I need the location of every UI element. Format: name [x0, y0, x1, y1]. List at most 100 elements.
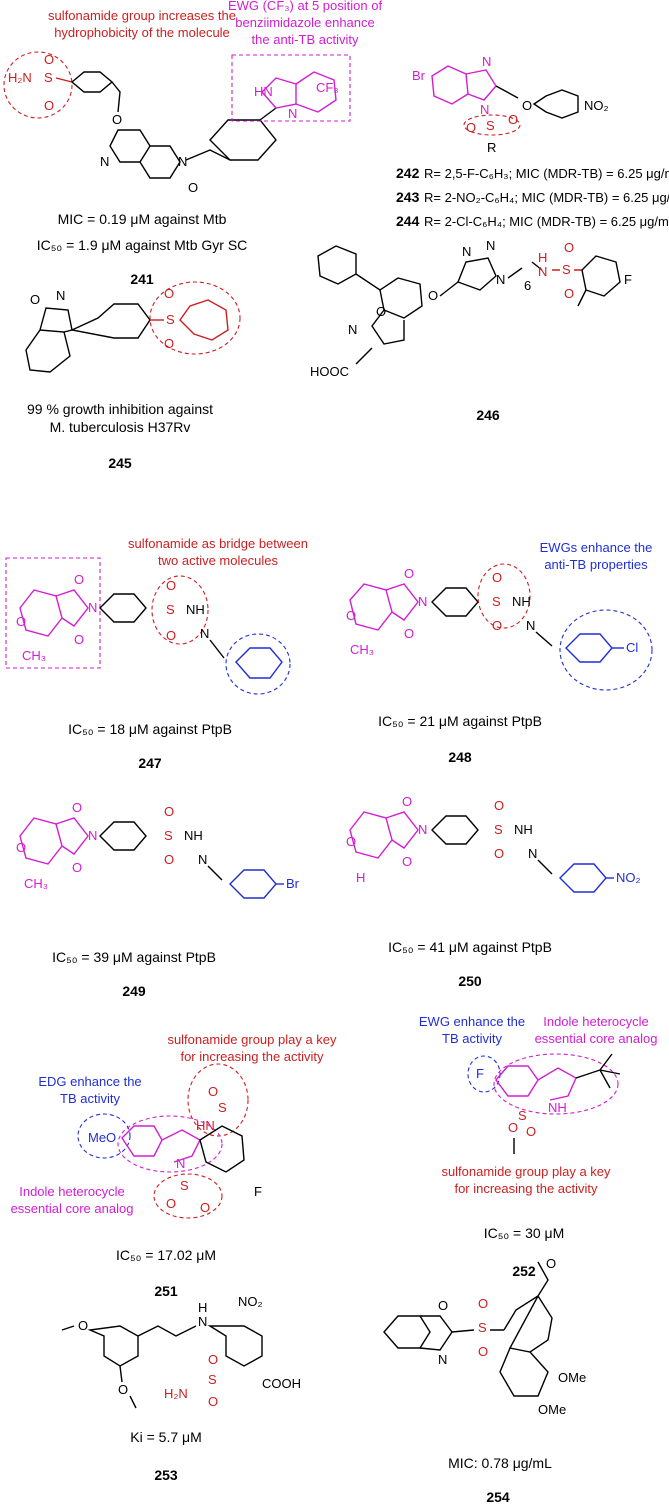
- activity-254: MIC: 0.78 μg/mL: [448, 1455, 552, 1471]
- atom-o: O: [164, 804, 174, 819]
- indole-benzene: [495, 1065, 539, 1097]
- atom-f: F: [254, 1184, 262, 1199]
- oxabicycle-ring: [19, 817, 63, 865]
- atom-o: O: [30, 292, 40, 307]
- atom-o: O: [478, 1296, 488, 1311]
- atom-n: N: [418, 594, 427, 609]
- annotation-252-sulfonamide-line2: for increasing the activity: [454, 1181, 598, 1196]
- atom-o: O: [564, 240, 574, 255]
- methoxy-bond: [119, 1365, 137, 1409]
- atom-hn: HN: [196, 1118, 215, 1133]
- atom-o: O: [78, 1318, 88, 1333]
- atom-o: O: [428, 288, 438, 303]
- atom-h2n: H₂N: [164, 1386, 188, 1401]
- atom-o: O: [16, 840, 26, 855]
- atom-no2: NO₂: [616, 870, 641, 885]
- benzene-ring: [199, 1125, 245, 1173]
- ethyl-linker: [137, 1325, 197, 1337]
- benzene-ring: [379, 277, 423, 319]
- atom-o: O: [478, 1344, 488, 1359]
- bond: [355, 347, 373, 365]
- benzimidazole-benzene: [295, 71, 337, 113]
- atom-n: N: [528, 846, 537, 861]
- activity-250: IC₅₀ = 41 μM against PtpB: [388, 939, 552, 955]
- compound-number: 250: [458, 973, 482, 989]
- benzene-ring: [581, 255, 621, 297]
- oxabicycle-ring: [349, 811, 393, 859]
- isoxazole-ring: [371, 309, 405, 345]
- methyl-bond: [577, 289, 587, 307]
- compound-number: 247: [138, 755, 162, 771]
- tert-butyl-group: [575, 1053, 621, 1089]
- atom-o: O: [494, 798, 504, 813]
- atom-n: N: [288, 106, 297, 121]
- activity-245-line2: M. tuberculosis H37Rv: [50, 419, 191, 435]
- atom-n: N: [418, 822, 427, 837]
- benzimidazole-benzene: [431, 65, 469, 105]
- atom-n: N: [100, 154, 109, 169]
- cyclohexane-ring: [69, 303, 151, 339]
- annotation-241-sulfonamide-line2: hydrophobicity of the molecule: [54, 25, 230, 40]
- ethyl-linker: [185, 149, 231, 161]
- atom-o: O: [200, 1200, 210, 1215]
- compound-252: EWG enhance the TB activity Indole heter…: [419, 1014, 658, 1279]
- annotation-248-ewg-line2: anti-TB properties: [544, 557, 648, 572]
- atom-o: O: [404, 566, 414, 581]
- atom-n: N: [56, 288, 65, 303]
- activity-252: IC₅₀ = 30 μM: [484, 1225, 565, 1241]
- atom-o: O: [508, 1120, 518, 1135]
- imide-ring: [385, 811, 419, 849]
- activity-243: R= 2-NO₂-C₆H₄; MIC (MDR-TB) = 6.25 μg/mL: [424, 190, 669, 205]
- benzene-ring: [559, 863, 607, 893]
- atom-n: N: [88, 600, 97, 615]
- benzene-ring: [565, 633, 613, 663]
- atom-o: O: [376, 304, 386, 319]
- bond: [451, 1329, 504, 1333]
- annotation-252-ewg-line2: TB activity: [442, 1031, 502, 1046]
- bond: [55, 77, 73, 83]
- atom-nh: NH: [184, 828, 203, 843]
- benzene-ring: [317, 245, 357, 285]
- atom-nh: NH: [512, 594, 531, 609]
- atom-n: N: [482, 54, 491, 69]
- atom-f: F: [624, 272, 632, 287]
- atom-o: O: [208, 1084, 218, 1099]
- atom-o: O: [166, 628, 176, 643]
- atom-o: O: [346, 834, 356, 849]
- atom-o: O: [72, 860, 82, 875]
- atom-o: O: [44, 98, 54, 113]
- imide-ring: [385, 583, 419, 621]
- activity-244: R= 2-Cl-C₆H₄; MIC (MDR-TB) = 6.25 μg/mL: [424, 214, 669, 229]
- annotation-247-bridge-line1: sulfonamide as bridge between: [128, 536, 308, 551]
- compound-254: O N S O O O OMe OMe MIC: 0.78 μg/mL 254: [383, 1256, 586, 1505]
- benzene-ring: [99, 593, 147, 623]
- annotation-241-ewg-line1: EWG (CF₃) at 5 position of: [228, 0, 383, 13]
- compound-number: 248: [448, 749, 472, 765]
- atom-h: H: [198, 1300, 207, 1315]
- atom-s: S: [518, 1108, 527, 1123]
- atom-o: O: [44, 52, 54, 67]
- benzene-ring: [431, 587, 479, 617]
- atom-n: N: [526, 618, 535, 633]
- atom-o: O: [522, 98, 532, 113]
- benzene-ring: [179, 299, 229, 341]
- triazole-ring: [457, 257, 497, 291]
- activity-249: IC₅₀ = 39 μM against PtpB: [52, 949, 216, 965]
- compound-number: 249: [122, 983, 146, 999]
- cyclohexane-ring: [209, 119, 277, 161]
- benzene-ring: [383, 1315, 431, 1349]
- activity-242: R= 2,5-F-C₆H₃; MIC (MDR-TB) = 6.25 μg/mL: [424, 166, 669, 181]
- atom-no2: NO₂: [584, 98, 609, 113]
- bond: [111, 81, 121, 113]
- atom-o: O: [164, 336, 174, 351]
- compound-249: O O O N CH₃ S O O NH N Br IC₅₀ = 39 μM a…: [16, 800, 300, 999]
- annotation-248-ewg-line1: EWGs enhance the: [540, 540, 653, 555]
- atom-o: O: [188, 180, 198, 195]
- benzene-ring: [25, 329, 71, 373]
- benzene-ring: [235, 647, 283, 679]
- atom-r: R: [487, 140, 496, 155]
- compound-247: sulfonamide as bridge between two active…: [5, 536, 308, 771]
- annotation-241-sulfonamide-line1: sulfonamide group increases the: [48, 8, 236, 23]
- atom-s: S: [166, 312, 175, 327]
- atom-o: O: [166, 1196, 176, 1211]
